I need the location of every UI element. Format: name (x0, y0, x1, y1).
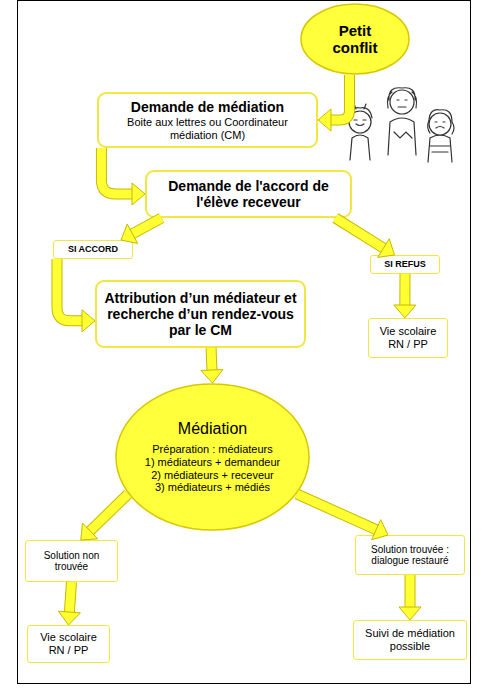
node-subtext: Préparation : médiateurs (152, 443, 272, 456)
block-arrow (335, 218, 394, 257)
node-text: Suivi de médiation possible (360, 627, 460, 652)
node-text: Médiation (178, 420, 247, 438)
arrow-outline (57, 259, 83, 321)
block-arrow (58, 582, 80, 625)
outcome-box: Solution trouvée : dialogue restauré (355, 535, 465, 575)
block-arrow (121, 218, 162, 243)
outcome-box: Suivi de médiation possible (353, 620, 467, 660)
arrow-shaft (400, 274, 409, 306)
arrow-head (82, 310, 95, 332)
arrow-outline (330, 75, 350, 120)
children-illustration (347, 88, 454, 162)
arrow-shaft (69, 582, 71, 613)
arrow-shaft (330, 75, 350, 120)
arrow-outline (206, 348, 218, 371)
node-text: Attribution d’un médiateur et recherche … (103, 290, 298, 338)
block-arrow (101, 148, 145, 205)
arrow-head (378, 239, 395, 258)
process-box: Attribution d’un médiateur et recherche … (95, 280, 306, 348)
outcome-box: Vie scolaire RN / PP (368, 318, 448, 358)
arrow-shaft (335, 218, 384, 249)
block-arrow (201, 348, 223, 383)
node-text: SI ACCORD (68, 244, 118, 254)
arrow-shaft (101, 148, 133, 194)
node-subtext: Boite aux lettres ou Coordinateur médiat… (108, 116, 308, 141)
arrow-shaft (132, 218, 162, 234)
arrow-head (394, 305, 416, 318)
block-arrow (297, 494, 388, 540)
start-ellipse: Petit conflit (300, 3, 410, 75)
arrow-shaft (207, 348, 217, 371)
arrow-outline (399, 274, 410, 306)
outcome-box: Vie scolaire RN / PP (27, 625, 110, 663)
node-text: Demande de médiation (131, 99, 284, 115)
node-text: Vie scolaire RN / PP (36, 631, 102, 656)
page-frame (18, 1, 471, 684)
mediation-ellipse: MédiationPréparation : médiateurs1) médi… (115, 383, 310, 531)
block-arrow (81, 494, 128, 540)
arrow-shaft (89, 494, 128, 532)
outcome-box: Solution non trouvée (25, 540, 118, 582)
arrow-head (132, 183, 145, 205)
arrow-shaft (406, 575, 415, 608)
condition-label-box: SI REFUS (370, 255, 440, 274)
arrow-outline (101, 148, 133, 194)
block-arrow (394, 274, 416, 318)
arrow-outline (89, 494, 128, 532)
node-text: Solution non trouvée (32, 550, 112, 573)
arrow-head (318, 109, 331, 131)
process-box: Demande de médiationBoite aux lettres ou… (97, 92, 318, 148)
arrow-outline (335, 218, 384, 249)
arrow-head (121, 224, 138, 243)
condition-label-box: SI ACCORD (53, 240, 133, 259)
arrow-head (399, 607, 421, 620)
arrow-head (372, 520, 388, 540)
process-box: Demande de l'accord de l'élève receveur (145, 170, 352, 218)
arrow-shaft (57, 259, 83, 321)
node-subtext: 1) médiateurs + demandeur (145, 456, 280, 469)
node-text: Demande de l'accord de l'élève receveur (152, 178, 345, 210)
arrow-outline (132, 218, 162, 234)
arrow-outline (69, 582, 71, 613)
arrow-shaft (297, 494, 377, 530)
arrow-head (58, 611, 80, 625)
node-text: Petit conflit (320, 22, 390, 57)
block-arrow (399, 575, 421, 620)
block-arrow (318, 75, 350, 131)
block-arrow (57, 259, 95, 332)
node-text: Solution trouvée : dialogue restauré (360, 544, 460, 567)
node-subtext: 2) médiateurs + receveur (151, 469, 274, 482)
node-subtext: 3) médiateurs + médiés (155, 481, 270, 494)
arrow-head (201, 370, 223, 383)
arrow-outline (405, 575, 416, 608)
arrow-head (81, 523, 98, 540)
node-text: Vie scolaire RN / PP (375, 325, 441, 350)
node-text: SI REFUS (384, 259, 426, 269)
arrow-outline (297, 494, 377, 530)
